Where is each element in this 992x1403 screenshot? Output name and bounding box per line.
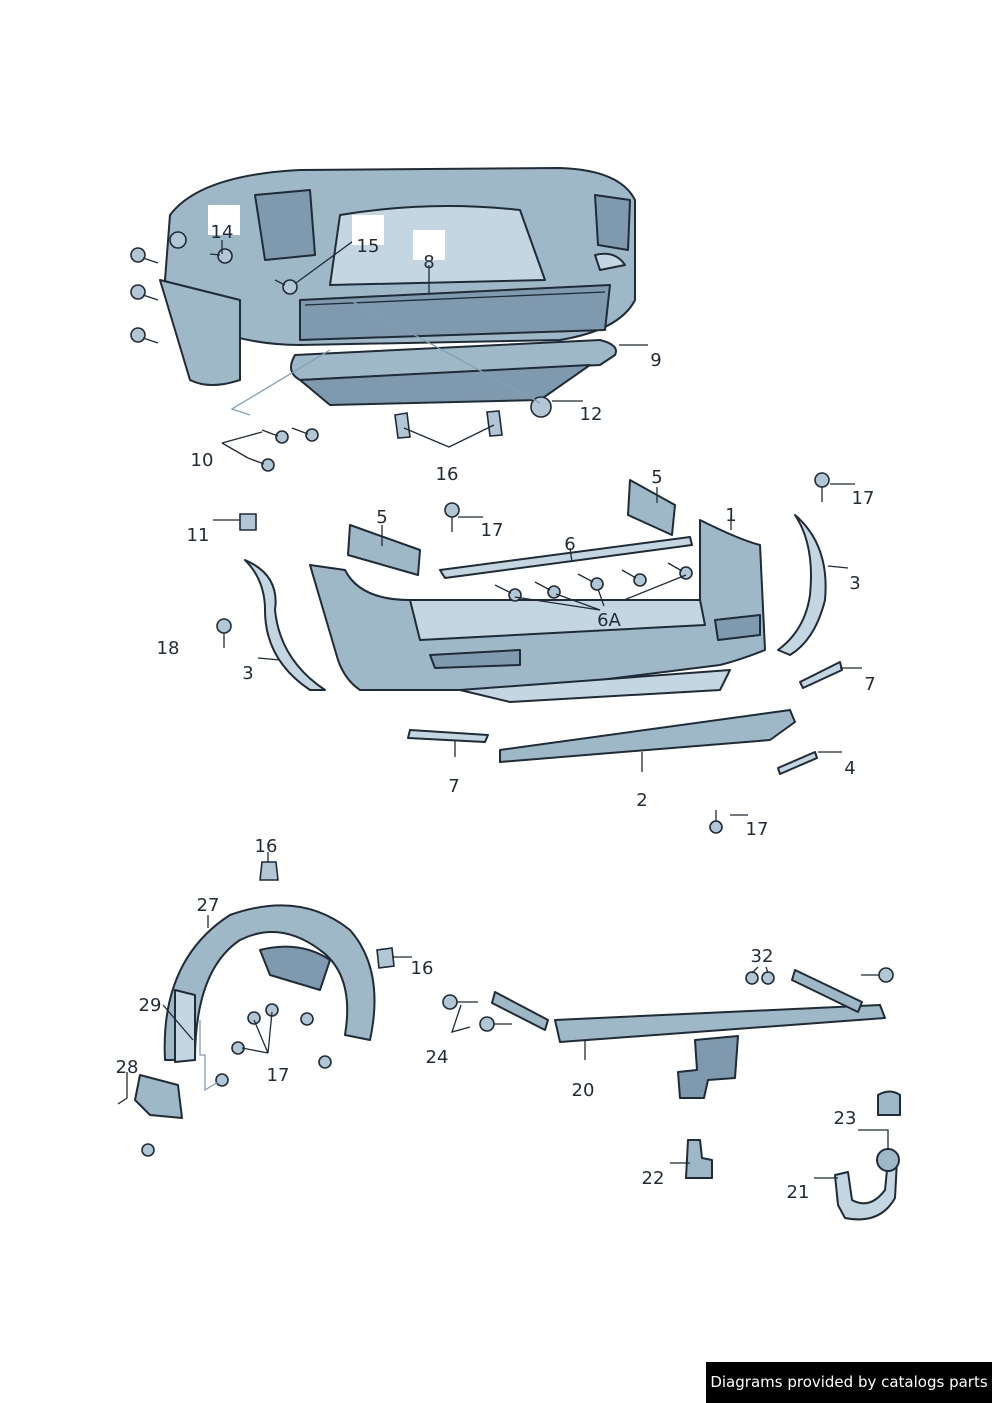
bracket-part-5-left (347, 524, 421, 576)
callout-14: 14 (211, 222, 234, 243)
callout-29: 29 (139, 995, 162, 1016)
nut-part-12 (530, 396, 552, 418)
cap-part-23 (877, 1090, 901, 1116)
tow-bar-part-20 (491, 969, 886, 1099)
callout-5-right: 5 (651, 467, 662, 488)
callout-17-bumper-right: 17 (852, 488, 875, 509)
callout-8: 8 (423, 252, 434, 273)
screw-group-part-6a (494, 562, 693, 602)
callout-17-bumper-top: 17 (481, 520, 504, 541)
bumper-carrier-part-8 (299, 284, 611, 341)
clip-part-11 (239, 513, 257, 531)
callout-12: 12 (580, 404, 603, 425)
callout-16-top: 16 (436, 464, 459, 485)
caps-part-32 (745, 971, 775, 985)
bolt-group-left-top (130, 231, 298, 344)
callout-15: 15 (357, 236, 380, 257)
callout-17-liner: 17 (267, 1065, 290, 1086)
callout-4: 4 (844, 758, 855, 779)
callout-18: 18 (157, 638, 180, 659)
screw-group-part-17-liner (141, 1003, 332, 1157)
wheel-arch-trim-part-3-left (244, 559, 326, 691)
trim-part-4 (777, 751, 818, 775)
callout-3-right: 3 (849, 573, 860, 594)
reflector-part-7-left (407, 729, 489, 743)
callout-10: 10 (191, 450, 214, 471)
clip-part-16-liner (259, 861, 395, 969)
callout-32: 32 (751, 946, 774, 967)
bolts-part-24 (442, 967, 894, 1032)
wheelhouse-liner-part-27 (163, 904, 376, 1063)
bracket-part-5-right (627, 479, 676, 536)
callout-16-liner-top: 16 (255, 836, 278, 857)
callout-21: 21 (787, 1182, 810, 1203)
callout-9: 9 (650, 350, 661, 371)
callout-labels: 1 2 3 3 4 5 5 6 6A 7 7 8 9 10 11 12 14 1… (116, 205, 876, 1203)
callout-5-left: 5 (376, 507, 387, 528)
mud-flap-part-28 (134, 1074, 183, 1119)
callout-24: 24 (426, 1047, 449, 1068)
callout-11: 11 (187, 525, 210, 546)
callout-7-right: 7 (864, 674, 875, 695)
bumper-cover-part-1 (309, 519, 766, 703)
callout-6: 6 (564, 534, 575, 555)
callout-1: 1 (725, 505, 736, 526)
callout-23: 23 (834, 1108, 857, 1129)
socket-part-22 (685, 1139, 713, 1179)
bolt-group-part-10 (247, 427, 319, 472)
credit-footer: Diagrams provided by catalogs parts (706, 1362, 992, 1403)
diffuser-part-2 (499, 709, 796, 763)
trim-strip-part-6 (439, 536, 693, 579)
callout-2: 2 (636, 790, 647, 811)
leader-lines (117, 235, 889, 1179)
bolts-part-17-18 (216, 472, 830, 834)
cross-member-part-9 (290, 339, 617, 406)
clip-pair-part-16-top (394, 410, 503, 439)
reflector-part-7-right (799, 661, 843, 689)
wheel-arch-trim-part-3-right (777, 514, 827, 656)
callout-28: 28 (116, 1057, 139, 1078)
callout-7-left: 7 (448, 776, 459, 797)
callout-16-liner-right: 16 (411, 958, 434, 979)
callout-17-bumper-bottom: 17 (746, 819, 769, 840)
callout-27: 27 (197, 895, 220, 916)
callout-22: 22 (642, 1168, 665, 1189)
callout-3-left: 3 (242, 663, 253, 684)
callout-6a: 6A (597, 610, 621, 631)
callout-20: 20 (572, 1080, 595, 1101)
tow-ball-part-21 (834, 1148, 900, 1221)
